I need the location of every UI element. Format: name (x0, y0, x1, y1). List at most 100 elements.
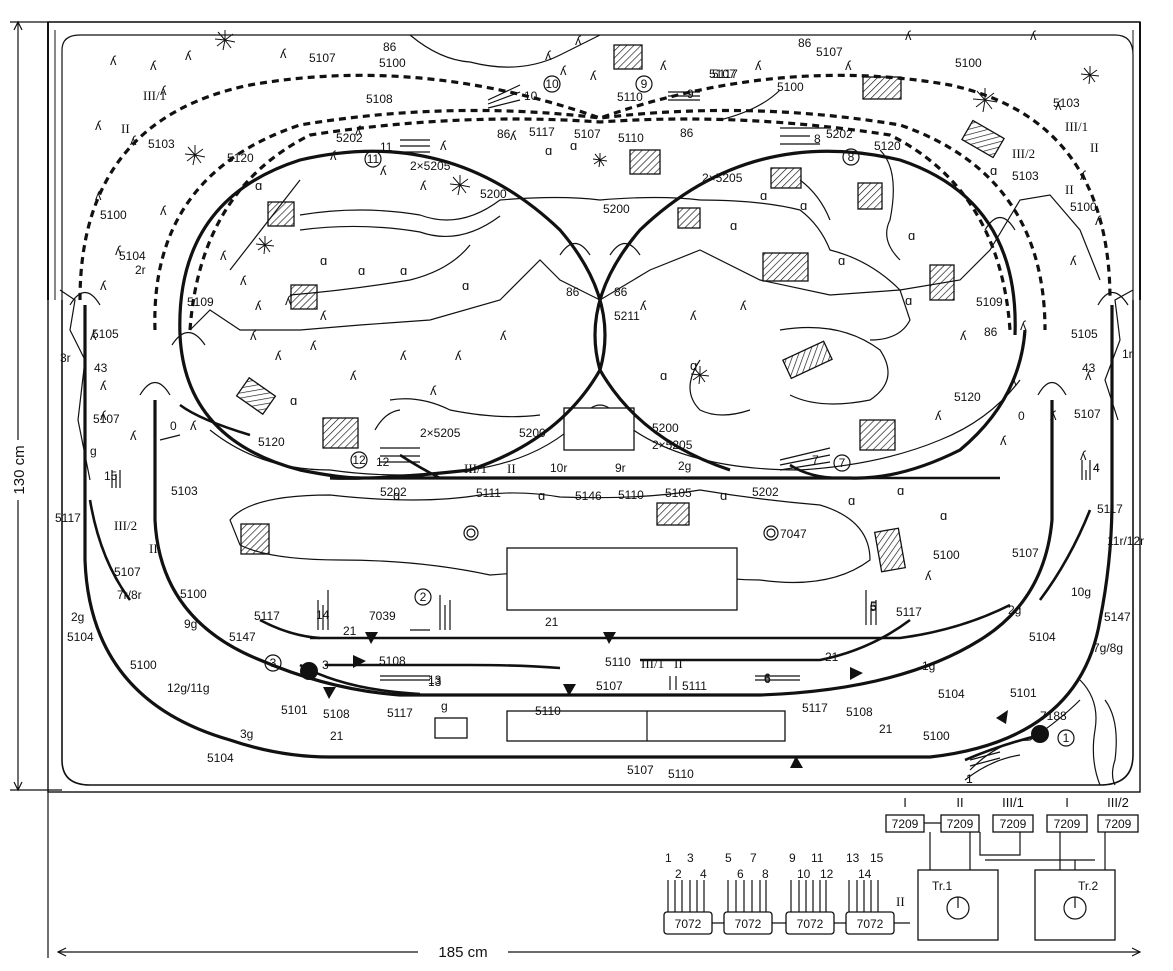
svg-text:ʎ: ʎ (115, 243, 122, 258)
svg-text:2: 2 (420, 590, 427, 604)
building-icon (873, 527, 907, 573)
svg-text:ɑ: ɑ (570, 138, 577, 153)
svg-text:II: II (1090, 140, 1099, 155)
svg-text:7039: 7039 (369, 609, 396, 623)
svg-text:ʎ: ʎ (90, 328, 97, 343)
svg-text:11: 11 (367, 152, 380, 166)
svg-text:5200: 5200 (480, 187, 507, 201)
svg-text:9: 9 (789, 851, 796, 865)
svg-text:ʎ: ʎ (660, 58, 667, 73)
svg-text:ʎ: ʎ (430, 383, 437, 398)
svg-text:ʎ: ʎ (255, 298, 262, 313)
svg-text:ʎ: ʎ (95, 188, 102, 203)
svg-text:2×5205: 2×5205 (420, 426, 461, 440)
svg-text:7: 7 (839, 456, 846, 470)
svg-text:5107: 5107 (1074, 407, 1101, 421)
svg-text:7209: 7209 (947, 817, 974, 831)
svg-text:ʎ: ʎ (220, 248, 227, 263)
svg-text:ɑ: ɑ (838, 253, 845, 268)
svg-text:II: II (956, 795, 963, 810)
svg-text:15: 15 (870, 851, 884, 865)
svg-text:13: 13 (428, 673, 442, 687)
svg-text:5107: 5107 (816, 45, 843, 59)
svg-text:ʎ: ʎ (1030, 28, 1037, 43)
svg-text:86: 86 (798, 36, 812, 50)
svg-text:ʎ: ʎ (690, 308, 697, 323)
svg-text:5107: 5107 (93, 412, 120, 426)
svg-text:5110: 5110 (605, 655, 631, 669)
svg-text:ʎ: ʎ (100, 278, 107, 293)
svg-text:ɑ: ɑ (690, 358, 697, 373)
svg-text:3r: 3r (60, 351, 71, 365)
svg-text:5108: 5108 (323, 707, 350, 721)
transformer-1-label: Tr.1 (932, 879, 953, 893)
svg-text:5107: 5107 (596, 679, 623, 693)
svg-text:11r/12r: 11r/12r (1107, 534, 1144, 548)
svg-text:9r: 9r (615, 461, 626, 475)
svg-text:ʎ: ʎ (935, 408, 942, 423)
svg-text:5202: 5202 (752, 485, 779, 499)
circled-number: 7 (833, 454, 851, 472)
svg-text:5109: 5109 (187, 295, 214, 309)
svg-text:9g: 9g (184, 617, 197, 631)
svg-text:ʎ: ʎ (755, 58, 762, 73)
svg-text:12g/11g: 12g/11g (167, 681, 210, 695)
svg-text:5110: 5110 (668, 767, 694, 781)
circled-number: 3 (264, 654, 282, 672)
svg-text:5103: 5103 (1012, 169, 1039, 183)
svg-text:5: 5 (870, 600, 877, 614)
station-building (563, 407, 635, 451)
circled-number: 12 (350, 451, 368, 469)
svg-text:ɑ: ɑ (545, 143, 552, 158)
svg-text:II: II (149, 541, 158, 556)
svg-text:5117: 5117 (55, 511, 81, 525)
outer-main-loop (83, 305, 1114, 759)
svg-text:5104: 5104 (1029, 630, 1056, 644)
svg-text:1g: 1g (922, 659, 935, 673)
svg-text:7: 7 (750, 851, 757, 865)
svg-text:ɑ: ɑ (990, 163, 997, 178)
building-icon (656, 502, 690, 526)
svg-text:3: 3 (322, 658, 329, 672)
svg-text:5202: 5202 (380, 485, 407, 499)
building-icon (290, 284, 318, 310)
svg-text:ʎ: ʎ (275, 348, 282, 363)
svg-text:5147: 5147 (1104, 610, 1131, 624)
building-icon (770, 167, 802, 189)
svg-text:II: II (121, 121, 130, 136)
circled-number: 10 (543, 75, 561, 93)
svg-text:ɑ: ɑ (905, 293, 912, 308)
building-icon (677, 207, 701, 229)
figure-eight-line-a (178, 149, 1027, 480)
sun-icon (184, 30, 1100, 385)
svg-text:III/1: III/1 (1002, 795, 1024, 810)
uncoupler-7188 (1031, 725, 1049, 743)
svg-text:ɑ: ɑ (730, 218, 737, 233)
svg-text:8: 8 (814, 132, 821, 146)
svg-text:5120: 5120 (954, 390, 981, 404)
small-shed (434, 717, 468, 739)
svg-text:9: 9 (641, 77, 648, 91)
building-icon (240, 523, 270, 555)
svg-text:21: 21 (879, 722, 893, 736)
svg-text:1: 1 (966, 772, 973, 786)
svg-text:5105: 5105 (92, 327, 119, 341)
svg-text:86: 86 (497, 127, 511, 141)
switch-panel-circuit: II (896, 894, 905, 909)
svg-text:8: 8 (762, 867, 769, 881)
svg-text:III/1: III/1 (641, 656, 664, 671)
svg-text:5120: 5120 (874, 139, 901, 153)
circled-number: 11 (364, 150, 382, 168)
circled-number: 1 (1057, 729, 1075, 747)
svg-text:43: 43 (94, 361, 108, 375)
building-icon (961, 119, 1005, 159)
svg-text:7072: 7072 (797, 917, 824, 931)
svg-text:5101: 5101 (281, 703, 308, 717)
switch-panel: 1 3 2 4 5 7 6 8 9 11 10 12 13 15 14 7072… (663, 851, 910, 935)
svg-text:ɑ: ɑ (660, 368, 667, 383)
svg-text:12: 12 (352, 453, 366, 467)
svg-text:ʎ: ʎ (190, 418, 197, 433)
station-platform (506, 547, 738, 611)
svg-text:III/1: III/1 (143, 88, 166, 103)
